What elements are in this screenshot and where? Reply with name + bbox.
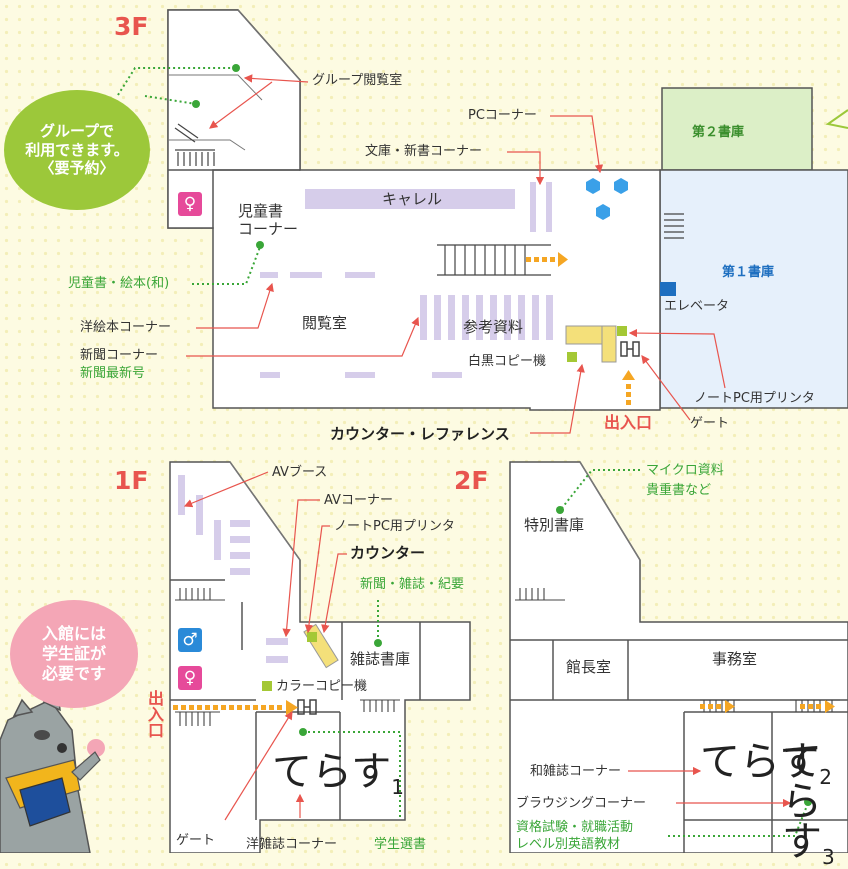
f1-pointers xyxy=(183,471,347,821)
f1-gate-icon xyxy=(297,699,317,715)
director-room-label: 館長室 xyxy=(566,658,612,676)
womens-restroom-icon: ♀ xyxy=(178,192,202,216)
pc-corner-label: PCコーナー xyxy=(468,108,537,123)
elevator-icon xyxy=(660,282,676,296)
f3-stairs xyxy=(174,123,684,276)
terasu-logo-1-num: 1 xyxy=(391,775,404,799)
newspaper-corner-label: 新聞コーナー xyxy=(80,348,159,363)
f3-pointers xyxy=(186,74,726,434)
notepc-printer-icon xyxy=(617,326,627,336)
group-use-bubble: グループで 利用できます。 〈要予約〉 xyxy=(4,90,150,210)
f3-furniture xyxy=(260,182,553,378)
pc-corner-icons xyxy=(586,178,628,220)
terasu-logo-2: てらす2 xyxy=(700,742,832,787)
floor-label-1f: 1F xyxy=(114,466,149,495)
terasu-logo-2-text: てらす xyxy=(700,739,820,785)
f3-entrance-label: 出入口 xyxy=(604,413,653,432)
f1-entrance-arrow xyxy=(173,700,298,715)
color-copy-label: カラーコピー機 xyxy=(276,679,368,694)
jp-mag-label: 和雑誌コーナー xyxy=(530,764,622,779)
browsing-label: ブラウジングコーナー xyxy=(516,796,647,811)
terasu-logo-3: てらす3 xyxy=(782,742,848,867)
student-picks-label: 学生選書 xyxy=(374,837,427,852)
mascot-illustration xyxy=(0,688,105,853)
av-corner-label: AVコーナー xyxy=(324,493,393,508)
f3-gate-label: ゲート xyxy=(690,416,730,431)
f1-gate-label: ゲート xyxy=(176,833,216,848)
terasu-logo-3-num: 3 xyxy=(822,845,835,869)
reference-label: 参考資料 xyxy=(463,318,524,336)
f2-entrance-arrows xyxy=(700,700,835,713)
floor-2f-plan xyxy=(509,461,848,853)
f3-counter-side xyxy=(601,325,617,363)
f3-notepc-printer-label: ノートPC用プリンタ xyxy=(694,391,815,406)
terasu-logo-2-num: 2 xyxy=(819,765,832,789)
f2-green-leaders xyxy=(561,469,809,837)
micro-label: マイクロ資料 xyxy=(646,463,724,478)
f1-green-dots xyxy=(299,639,382,736)
f3-green-dots xyxy=(192,64,264,249)
career-label-2: レベル別英語教材 xyxy=(516,837,621,852)
reading-room-label: 閲覧室 xyxy=(302,314,348,332)
group-room-label: グループ閲覧室 xyxy=(312,73,403,88)
stack2-arrow-hint xyxy=(825,109,848,129)
carrel-label: キャレル xyxy=(382,190,443,208)
group-bubble-line1: グループで xyxy=(39,121,115,140)
children-corner-label-2: コーナー xyxy=(238,220,299,238)
bw-copy-label: 白黒コピー機 xyxy=(468,354,547,369)
mag-stack-label: 雑誌書庫 xyxy=(350,650,411,668)
f1-entrance-label: 出入口 xyxy=(145,690,164,738)
f3-gate-icon xyxy=(620,341,640,357)
f1-furniture xyxy=(178,475,288,663)
f2-pointers xyxy=(628,766,792,808)
id-bubble-line3: 必要です xyxy=(41,664,106,683)
f3-counter xyxy=(565,325,607,345)
stack2-label: 第２書庫 xyxy=(692,125,745,140)
western-picture-label: 洋絵本コーナー xyxy=(80,320,172,335)
children-books-label: 児童書・絵本(和) xyxy=(68,276,170,291)
av-booth-label: AVブース xyxy=(272,465,328,480)
color-copy-icon xyxy=(262,681,272,691)
f3-counter-label: カウンター・レファレンス xyxy=(330,425,510,443)
f2-green-dots xyxy=(556,506,812,806)
group-bubble-line2: 利用できます。 xyxy=(25,140,129,159)
f1-green-leaders xyxy=(303,600,401,820)
floor-label-2f: 2F xyxy=(454,466,489,495)
floor-label-3f: 3F xyxy=(114,12,149,41)
mens-restroom-icon: ♂ xyxy=(178,628,202,652)
children-corner-label-1: 児童書 xyxy=(238,202,284,220)
terasu-logo-3-text: てらす xyxy=(782,739,822,865)
f1-notepc-printer-label: ノートPC用プリンタ xyxy=(334,519,455,534)
bunko-corner-label: 文庫・新書コーナー xyxy=(365,144,483,159)
terasu-logo-1-text: てらす xyxy=(272,749,392,795)
f3-green-leaders xyxy=(117,67,261,285)
news-mag-label: 新聞・雑誌・紀要 xyxy=(360,577,465,592)
office-label: 事務室 xyxy=(712,650,758,668)
id-bubble-line1: 入館には xyxy=(41,624,106,643)
id-bubble-line2: 学生証が xyxy=(41,644,106,663)
student-id-bubble: 入館には 学生証が 必要です xyxy=(10,600,138,708)
f1-womens-restroom-icon: ♀ xyxy=(178,666,202,690)
rare-label: 貴重書など xyxy=(646,483,712,498)
western-mag-label: 洋雑誌コーナー xyxy=(246,837,338,852)
group-bubble-line3: 〈要予約〉 xyxy=(39,159,115,178)
f1-printer-icon xyxy=(307,632,317,642)
f1-stairs xyxy=(175,588,400,726)
terasu-logo-1: てらす1 xyxy=(272,752,404,797)
career-label-1: 資格試験・就職活動 xyxy=(516,820,634,835)
bw-copy-icon xyxy=(567,352,577,362)
newspaper-latest-label: 新聞最新号 xyxy=(80,366,146,381)
f1-counter-label: カウンター xyxy=(350,544,426,562)
special-stack-label: 特別書庫 xyxy=(524,516,585,534)
f3-entrance-arrows xyxy=(526,252,635,405)
elevator-label: エレベータ xyxy=(664,299,730,314)
stack1-label: 第１書庫 xyxy=(722,265,775,280)
